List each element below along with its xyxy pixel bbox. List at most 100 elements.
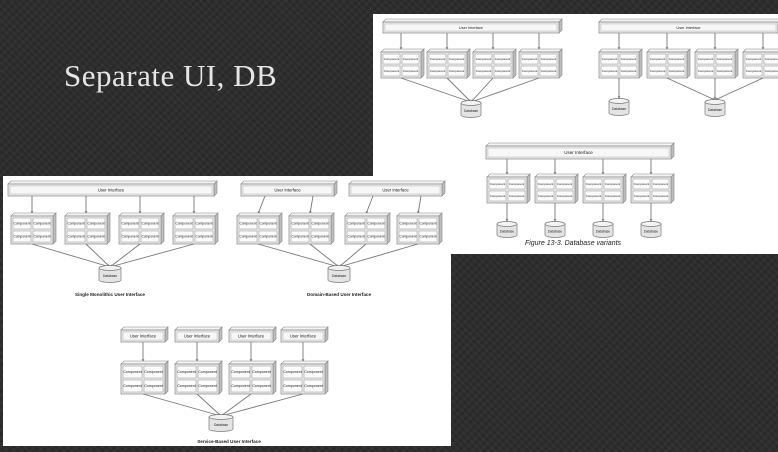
user-interface-box-side	[213, 180, 218, 197]
component-box	[401, 65, 420, 77]
component-label: Component	[634, 194, 650, 198]
component-box	[122, 365, 143, 379]
component-box	[120, 217, 140, 230]
user-interface-inner	[176, 331, 218, 341]
component-label: Component	[449, 57, 465, 61]
arrow-line	[220, 393, 252, 417]
component-box	[290, 230, 310, 243]
component-label: Component	[67, 222, 84, 226]
component-label: Component	[252, 384, 271, 388]
component-box	[428, 53, 447, 65]
component-box	[667, 65, 686, 77]
service-box-side	[526, 173, 531, 204]
component-label: Component	[13, 222, 30, 226]
arrow-head	[713, 47, 717, 50]
component-label: Component	[311, 235, 328, 239]
service-box-top	[518, 48, 563, 53]
user-interface-inner	[282, 331, 324, 341]
component-label: Component	[384, 69, 400, 73]
arrow-head	[649, 219, 653, 222]
user-interface-inner	[384, 23, 558, 32]
component-label: Component	[717, 69, 733, 73]
arrow-head	[505, 219, 509, 222]
component-box	[238, 230, 258, 243]
user-interface-box-side	[324, 326, 329, 343]
user-interface-box-top	[120, 326, 169, 331]
component-label: Component	[304, 384, 323, 388]
service-box-side	[214, 212, 219, 245]
service-box-top	[236, 212, 283, 217]
component-label: Component	[605, 182, 621, 186]
arrow-head	[301, 359, 305, 362]
figure-caption: Figure 13-3. Database variants	[525, 240, 622, 247]
label-service: Service-Based User Interface	[197, 439, 261, 444]
component-box	[197, 379, 218, 393]
component-box	[366, 217, 386, 230]
database-top	[496, 221, 518, 227]
component-box	[632, 178, 651, 190]
arrow-head	[445, 47, 449, 50]
service-box-top	[280, 360, 329, 365]
component-label: Component	[698, 69, 714, 73]
component-box	[197, 365, 218, 379]
component-box	[86, 217, 106, 230]
user-interface-label: User Interface	[184, 334, 211, 339]
service-box-top	[598, 48, 643, 53]
arrow-line	[470, 77, 540, 103]
component-label: Component	[384, 57, 400, 61]
component-label: Component	[495, 69, 511, 73]
component-label: Component	[198, 384, 217, 388]
database-label: Database	[214, 423, 228, 427]
component-box	[398, 217, 418, 230]
component-label: Component	[367, 222, 384, 226]
database-top	[704, 99, 726, 105]
component-label: Component	[634, 182, 650, 186]
component-label: Component	[291, 235, 308, 239]
component-label: Component	[403, 69, 419, 73]
arrow-head	[601, 172, 605, 175]
service-box-top	[630, 173, 675, 178]
service-box-side	[272, 360, 277, 395]
component-label: Component	[367, 235, 384, 239]
service-box-top	[534, 173, 579, 178]
component-label: Component	[538, 194, 554, 198]
database-label: Database	[103, 274, 117, 278]
component-box	[176, 379, 197, 393]
arrow-head	[30, 211, 34, 214]
service-box-top	[646, 48, 691, 53]
service-box-top	[172, 212, 219, 217]
database-top	[98, 265, 122, 271]
component-box	[401, 53, 420, 65]
component-box	[418, 217, 438, 230]
arrow-line	[220, 393, 304, 417]
component-box	[382, 65, 401, 77]
arrow-head	[761, 47, 765, 50]
component-box	[447, 65, 466, 77]
component-box	[584, 178, 603, 190]
component-box	[251, 379, 272, 393]
arrow-head	[617, 96, 621, 99]
user-interface-box-side	[164, 326, 169, 343]
component-label: Component	[399, 222, 416, 226]
component-label: Component	[476, 57, 492, 61]
arrow-line	[338, 243, 367, 268]
component-box	[555, 190, 574, 202]
database-top	[327, 265, 351, 271]
database-label: Database	[644, 230, 658, 234]
service-box-top	[742, 48, 778, 53]
database-label: Database	[464, 109, 478, 113]
service-box-top	[396, 212, 443, 217]
arrow-line	[142, 393, 222, 417]
slide-title: Separate UI, DB	[64, 58, 278, 93]
service-box-side	[512, 48, 517, 79]
component-label: Component	[557, 194, 573, 198]
arrow-head	[491, 47, 495, 50]
user-interface-box-top	[485, 142, 675, 147]
component-box	[282, 365, 303, 379]
component-label: Component	[304, 370, 323, 374]
service-box-side	[160, 212, 165, 245]
component-box	[536, 190, 555, 202]
arrow-line	[365, 195, 374, 215]
database-cylinder	[208, 417, 234, 432]
